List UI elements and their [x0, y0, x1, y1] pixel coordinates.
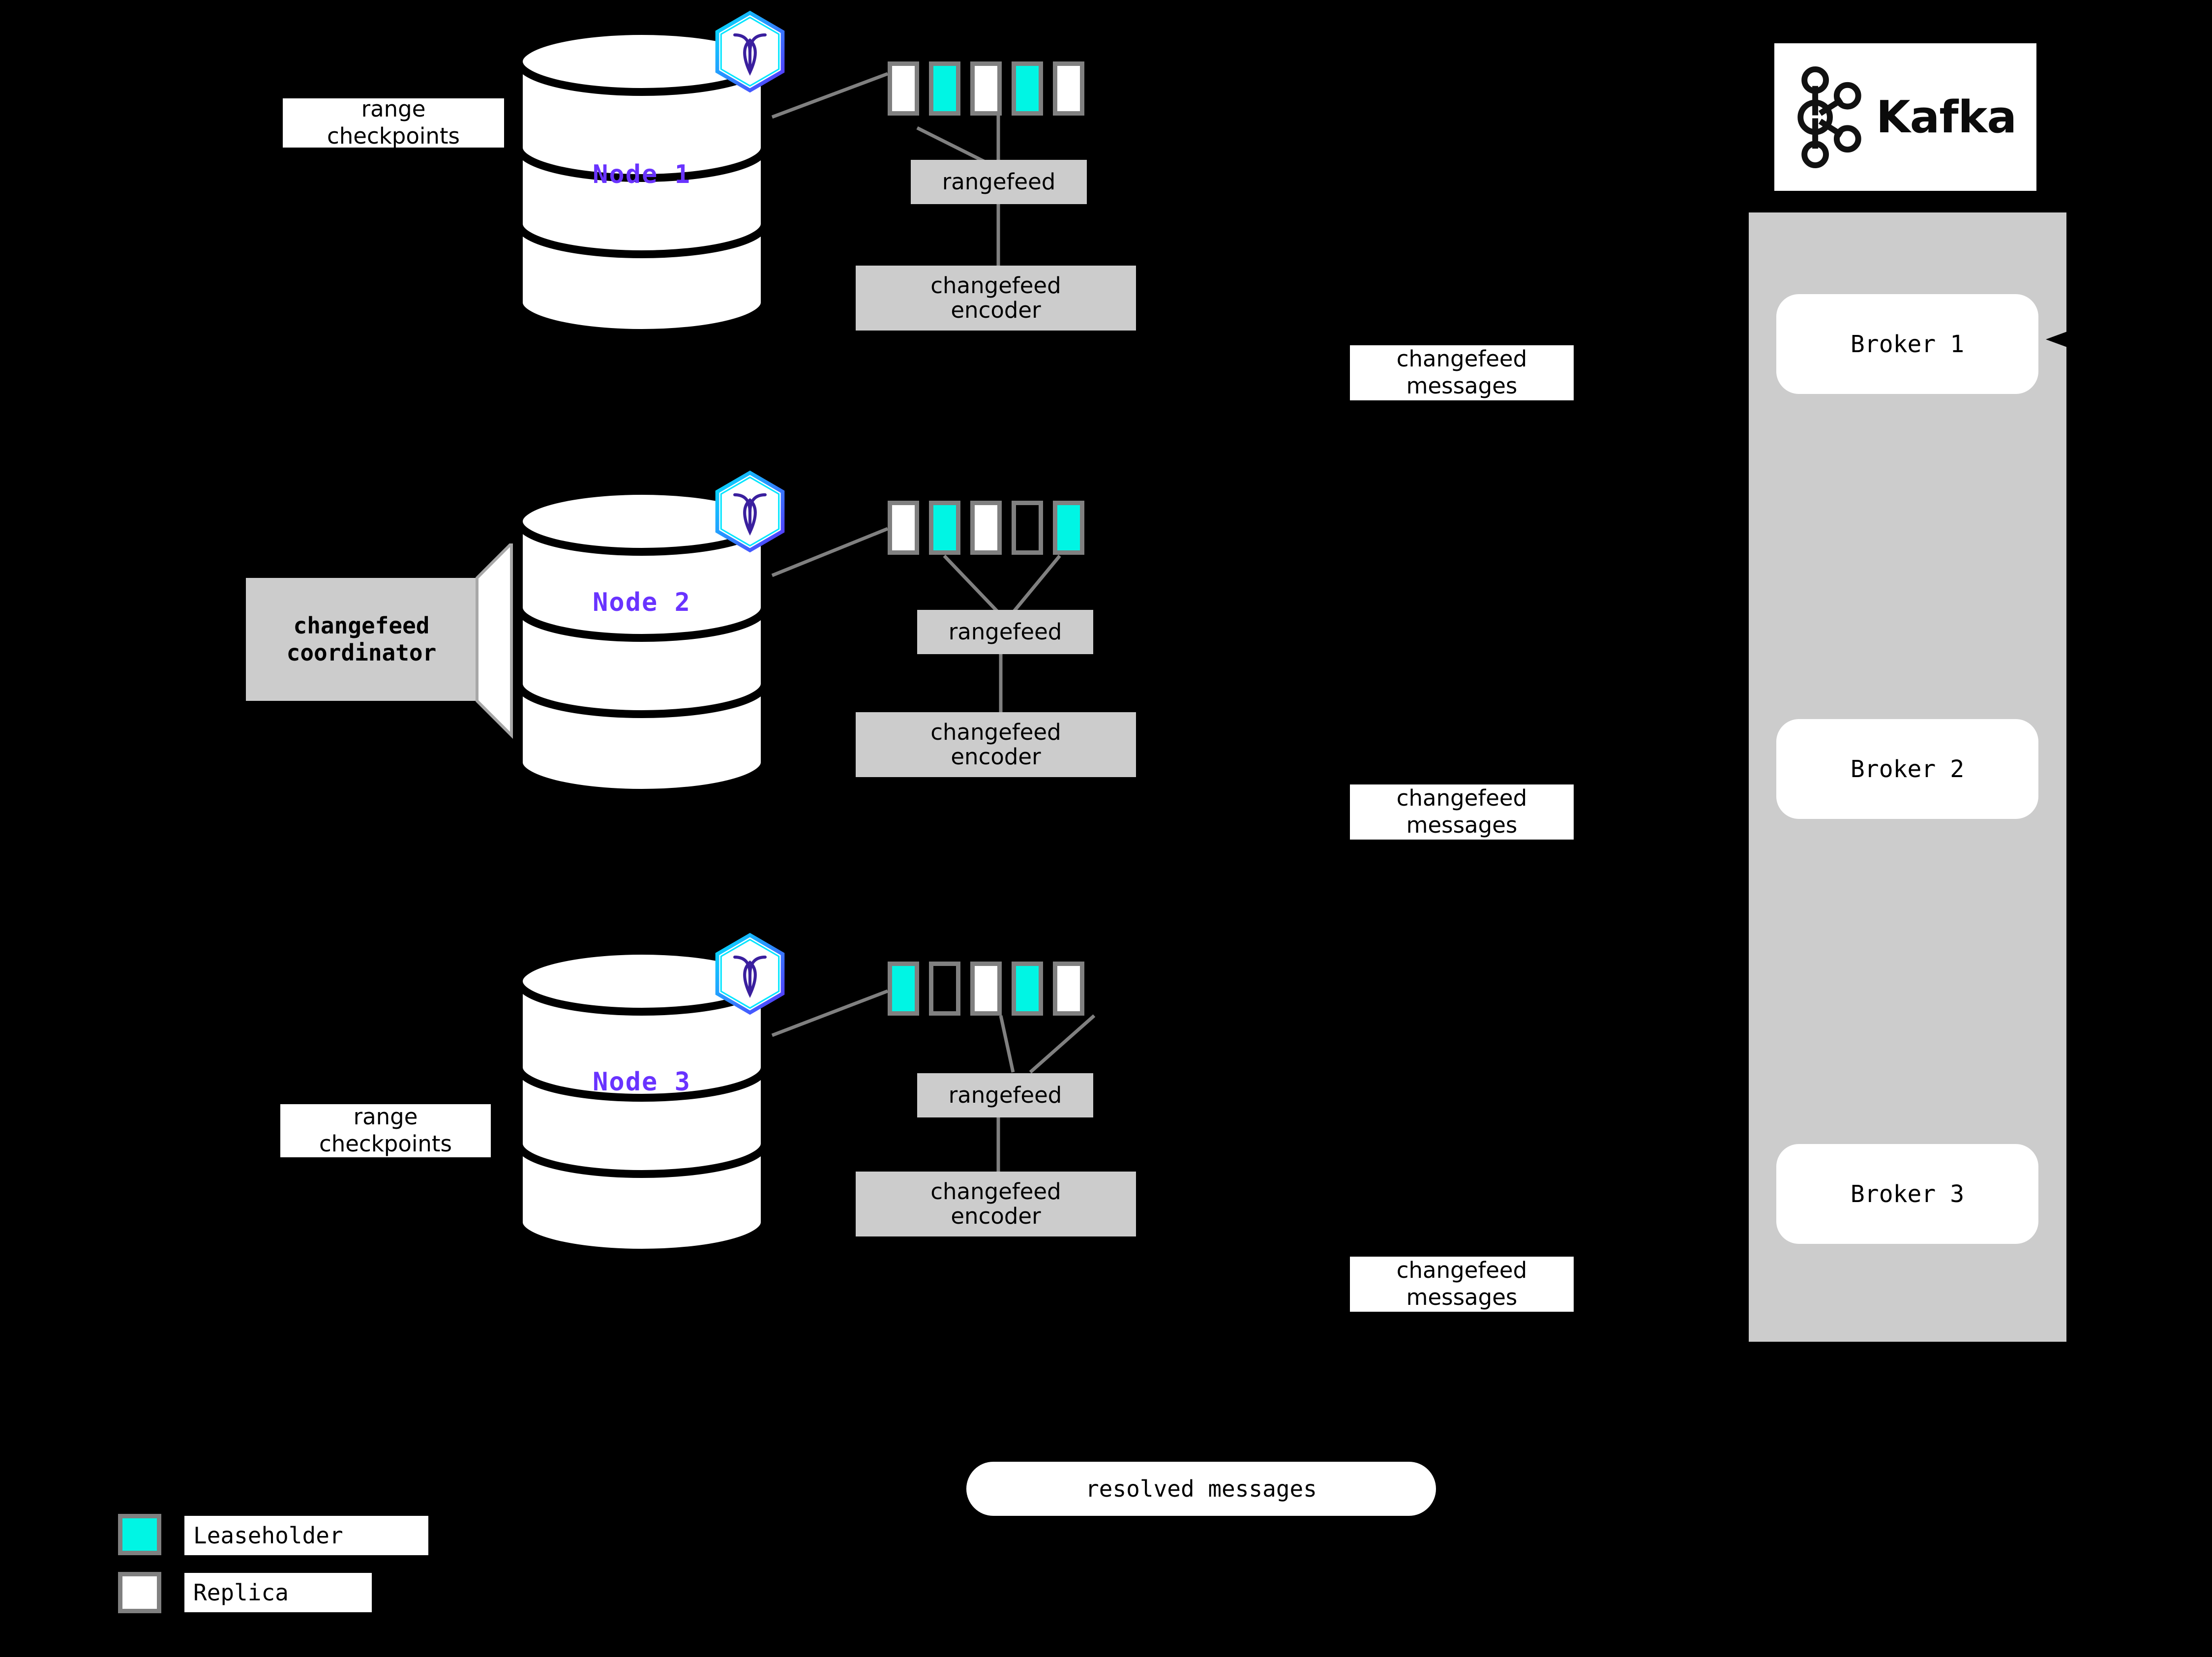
node-1-replica-0-replica[interactable]: [888, 61, 919, 116]
node-2-replica-4-leaseholder[interactable]: [1053, 501, 1084, 555]
node-3-changefeed-encoder-box[interactable]: changefeed encoder: [856, 1172, 1136, 1236]
node-3-replica-0-leaseholder[interactable]: [888, 962, 919, 1016]
node-1-rangefeed-box[interactable]: rangefeed: [911, 160, 1087, 204]
node-2-replica-1-leaseholder[interactable]: [929, 501, 960, 555]
node-3-replica-1-empty[interactable]: [929, 962, 960, 1016]
node-3-rangefeed-box[interactable]: rangefeed: [917, 1073, 1093, 1117]
node-1-replica-2-replica[interactable]: [970, 61, 1002, 116]
legend-replica-label: Replica: [184, 1573, 372, 1612]
node-1-cockroachdb-hexagon-icon: [711, 10, 789, 93]
kafka-wordmark: Kafka: [1876, 91, 2017, 143]
node-3-cockroachdb-hexagon-icon: [711, 932, 789, 1016]
node-2-changefeed-messages-label: changefeed messages: [1350, 784, 1574, 840]
node-1-replica-4-replica[interactable]: [1053, 61, 1084, 116]
legend-leaseholder-label: Leaseholder: [184, 1516, 428, 1555]
node-3-range-checkpoints-label: range checkpoints: [280, 1104, 491, 1157]
node-2-rangefeed-box[interactable]: rangefeed: [917, 610, 1093, 654]
node-1-replica-1-leaseholder[interactable]: [929, 61, 960, 116]
node-1-range-checkpoints-label: range checkpoints: [283, 98, 504, 148]
node-1-replica-3-leaseholder[interactable]: [1012, 61, 1043, 116]
broker-1[interactable]: Broker 1: [1776, 294, 2038, 394]
broker-arrowheads: [2046, 329, 2075, 350]
legend-replica-swatch: [118, 1572, 161, 1613]
node-1-replica-list: [888, 61, 1084, 116]
legend-leaseholder-swatch: [118, 1514, 161, 1555]
node-2-cockroachdb-hexagon-icon: [711, 470, 789, 553]
kafka-logo-box: Kafka: [1774, 43, 2036, 191]
broker-3[interactable]: Broker 3: [1776, 1144, 2038, 1244]
node-1-cylinder: Node 1: [514, 27, 770, 337]
changefeed-coordinator[interactable]: changefeed coordinator: [246, 543, 521, 755]
node-3-replica-4-replica[interactable]: [1053, 962, 1084, 1016]
kafka-logo-icon: [1797, 66, 1861, 168]
node-3-replica-2-replica[interactable]: [970, 962, 1002, 1016]
resolved-messages-pill: resolved messages: [966, 1462, 1436, 1516]
node-3-changefeed-messages-label: changefeed messages: [1350, 1257, 1574, 1312]
node-3-replica-list: [888, 962, 1084, 1016]
node-2-replica-list: [888, 501, 1084, 555]
node-2-replica-2-replica[interactable]: [970, 501, 1002, 555]
node-2-replica-3-empty[interactable]: [1012, 501, 1043, 555]
broker-2[interactable]: Broker 2: [1776, 719, 2038, 819]
changefeed-coordinator-label: changefeed coordinator: [286, 612, 437, 666]
node-1-changefeed-encoder-box[interactable]: changefeed encoder: [856, 266, 1136, 331]
node-3-replica-3-leaseholder[interactable]: [1012, 962, 1043, 1016]
node-1-changefeed-messages-label: changefeed messages: [1350, 345, 1574, 400]
node-2-replica-0-replica[interactable]: [888, 501, 919, 555]
node-2-changefeed-encoder-box[interactable]: changefeed encoder: [856, 712, 1136, 777]
